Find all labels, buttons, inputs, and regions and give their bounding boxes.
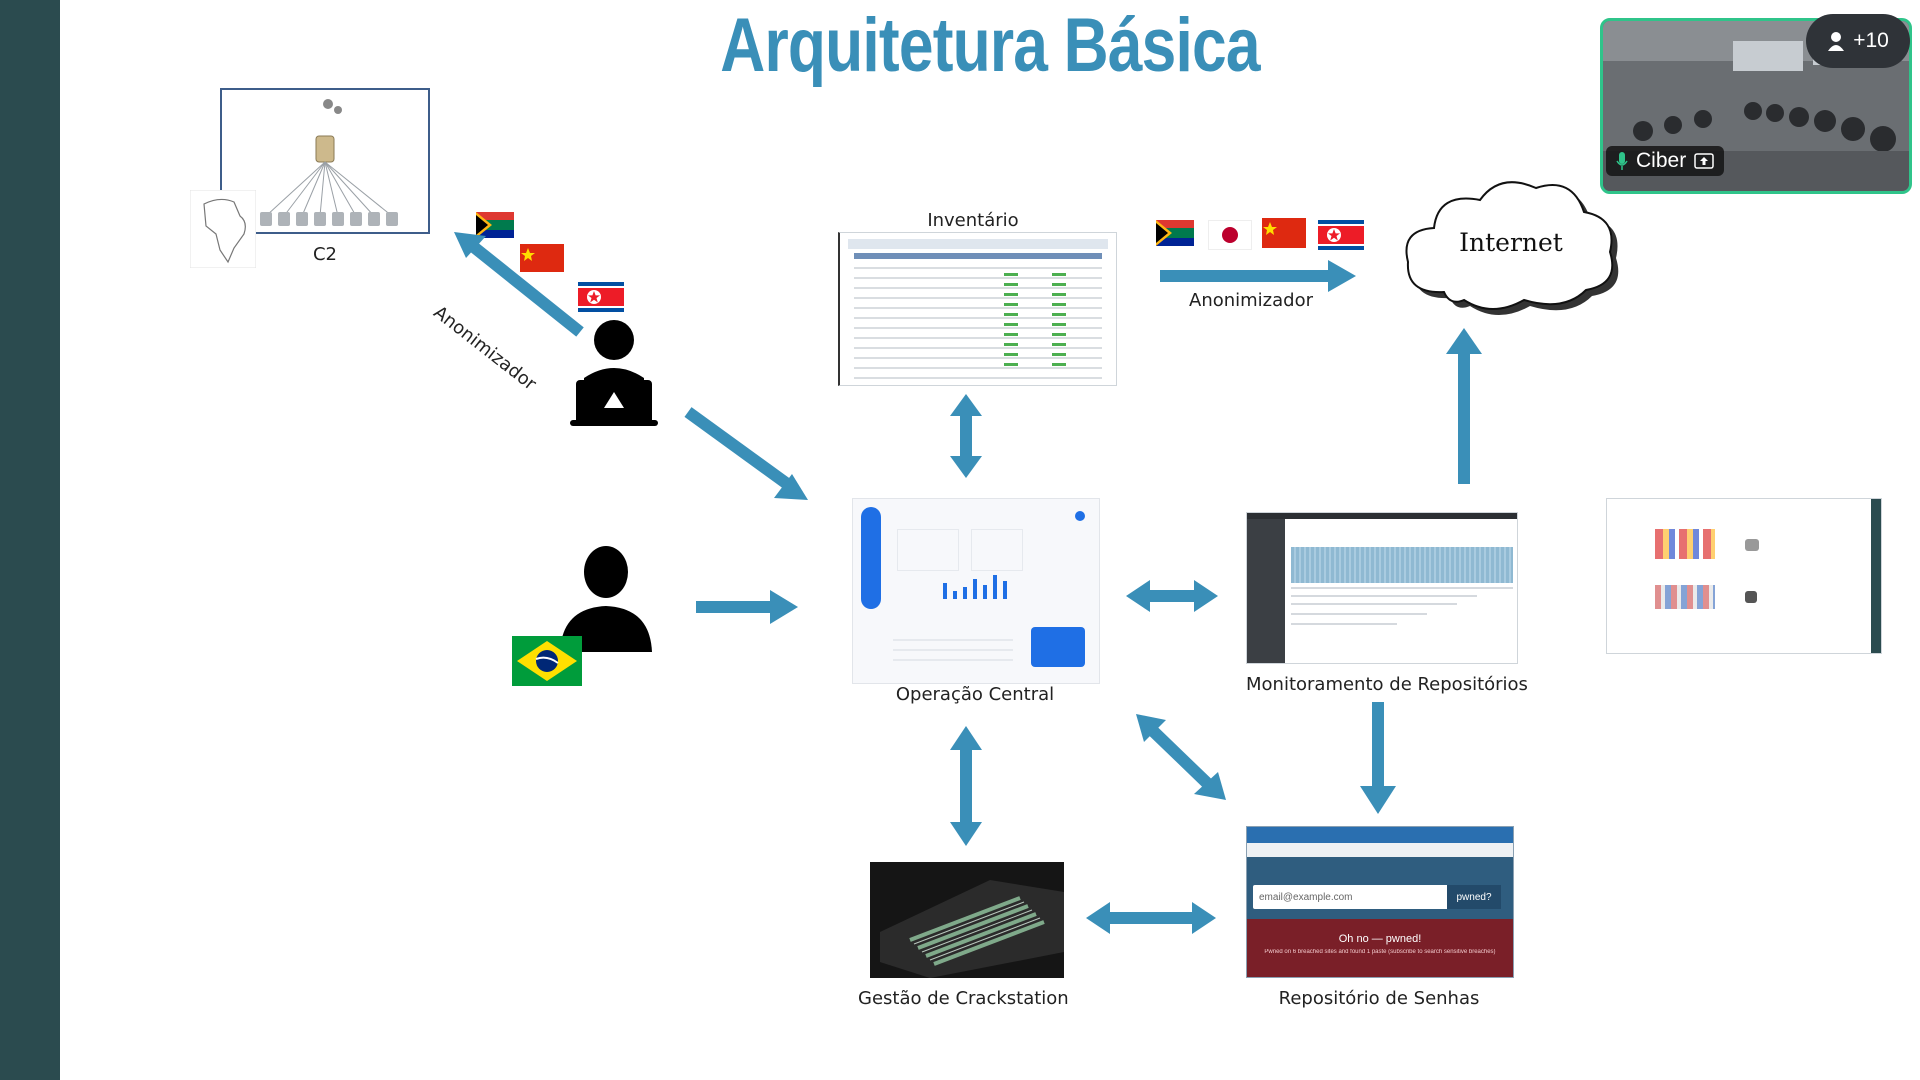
arrow-anonimizador-to-internet xyxy=(1160,260,1356,292)
inventario-screenshot xyxy=(838,232,1117,386)
c2-label: C2 xyxy=(312,244,338,265)
user-silhouette-icon xyxy=(560,546,652,652)
monitoramento-screenshot xyxy=(1246,512,1518,664)
flag-china xyxy=(520,244,564,272)
user-laptop-icon xyxy=(570,320,658,426)
meeting-video-tile[interactable] xyxy=(1600,18,1912,194)
arrow-monitoramento-to-internet xyxy=(1446,328,1482,484)
operacao-central-screenshot xyxy=(852,498,1100,684)
flag-south-africa xyxy=(476,212,514,238)
repositorio-screenshot: email@example.com pwned? Oh no — pwned! … xyxy=(1246,826,1514,978)
internet-label: Internet xyxy=(1459,228,1563,257)
share-screen-icon[interactable] xyxy=(1694,153,1714,169)
participants-count: +10 xyxy=(1853,29,1889,52)
arrow-operacao-repositorio xyxy=(1136,714,1226,800)
flag-south-africa-right xyxy=(1156,220,1194,246)
speaker-name: Ciber xyxy=(1636,149,1687,172)
flag-brazil xyxy=(512,636,582,686)
crackstation-image xyxy=(870,862,1064,978)
arrow-inventario-operacao xyxy=(950,394,982,478)
operacao-central-label: Operação Central xyxy=(895,684,1055,705)
hibp-pwned-button: pwned? xyxy=(1447,885,1501,909)
arrow-attacker-to-c2 xyxy=(454,232,584,337)
monitoramento-label: Monitoramento de Repositórios xyxy=(1246,674,1528,695)
repositorio-label: Repositório de Senhas xyxy=(1278,988,1480,1009)
cloud-icon xyxy=(1405,181,1619,315)
arrow-crackstation-repositorio xyxy=(1086,902,1216,934)
microphone-icon xyxy=(1616,152,1628,170)
anonimizador-right-label: Anonimizador xyxy=(1189,290,1313,311)
inventario-label: Inventário xyxy=(927,210,1019,231)
arrow-operacao-monitoramento xyxy=(1126,580,1218,612)
flag-china-right xyxy=(1262,218,1306,248)
person-icon xyxy=(1828,32,1845,51)
flag-north-korea-right xyxy=(1318,220,1364,250)
server-icon xyxy=(260,99,398,226)
hibp-email-input: email@example.com xyxy=(1259,891,1353,903)
speaker-name-badge: Ciber xyxy=(1606,146,1725,176)
africa-map-icon xyxy=(190,190,256,268)
arrow-attacker-to-operacao xyxy=(684,407,808,500)
page-title: Arquitetura Básica xyxy=(720,3,1260,88)
crackstation-label: Gestão de Crackstation xyxy=(858,988,1069,1009)
hibp-result-title: Oh no — pwned! xyxy=(1338,933,1422,945)
arrow-analyst-to-operacao xyxy=(696,590,798,624)
left-sidebar-strip xyxy=(0,0,60,1080)
participants-count-button[interactable]: +10 xyxy=(1806,14,1910,68)
arrow-monitoramento-to-repositorio xyxy=(1360,702,1396,814)
slide-thumbnail xyxy=(1606,498,1882,654)
arrow-operacao-crackstation xyxy=(950,726,982,846)
flag-japan xyxy=(1208,220,1252,250)
flag-north-korea xyxy=(578,282,624,312)
hibp-result-detail: Pwned on 6 breached sites and found 1 pa… xyxy=(1264,949,1496,955)
